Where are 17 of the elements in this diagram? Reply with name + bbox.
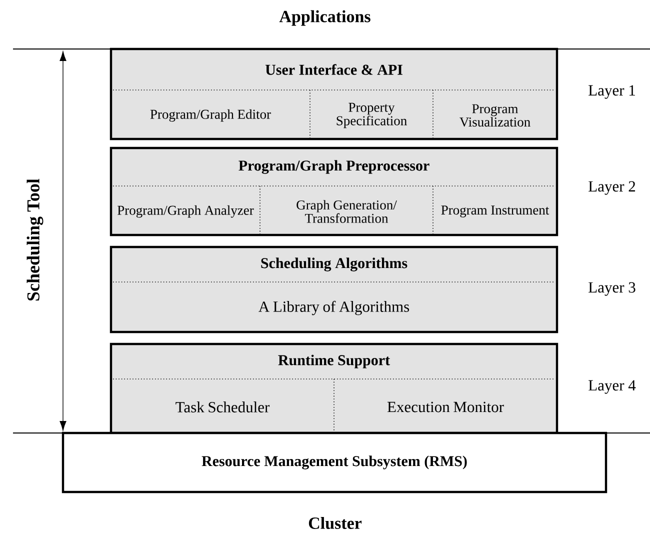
layer-label: Layer 4 [588,380,636,394]
component-cell: Program Visualization [460,104,530,127]
component-cell: Execution Monitor [387,402,504,412]
heading: Applications [279,10,370,26]
component-cell: Task Scheduler [176,402,270,412]
component-cell: Program Instrument [441,206,550,218]
component-cell: Graph Generation/ Transformation [296,200,397,223]
layer-label: Layer 3 [588,282,636,296]
heading: Cluster [308,517,362,529]
layer-label: Layer 1 [588,85,635,99]
layer-box: Resource Management Subsystem (RMS) [62,432,608,494]
component-cell: Program/Graph Editor [150,109,271,122]
component-cell: A Library of Algorithms [258,300,410,316]
component-cell: Program/Graph Analyzer [118,205,254,218]
layer-label: Layer 2 [588,181,636,195]
axis-label: Scheduling Tool [26,178,44,300]
component-cell: Property Specification [336,102,407,128]
